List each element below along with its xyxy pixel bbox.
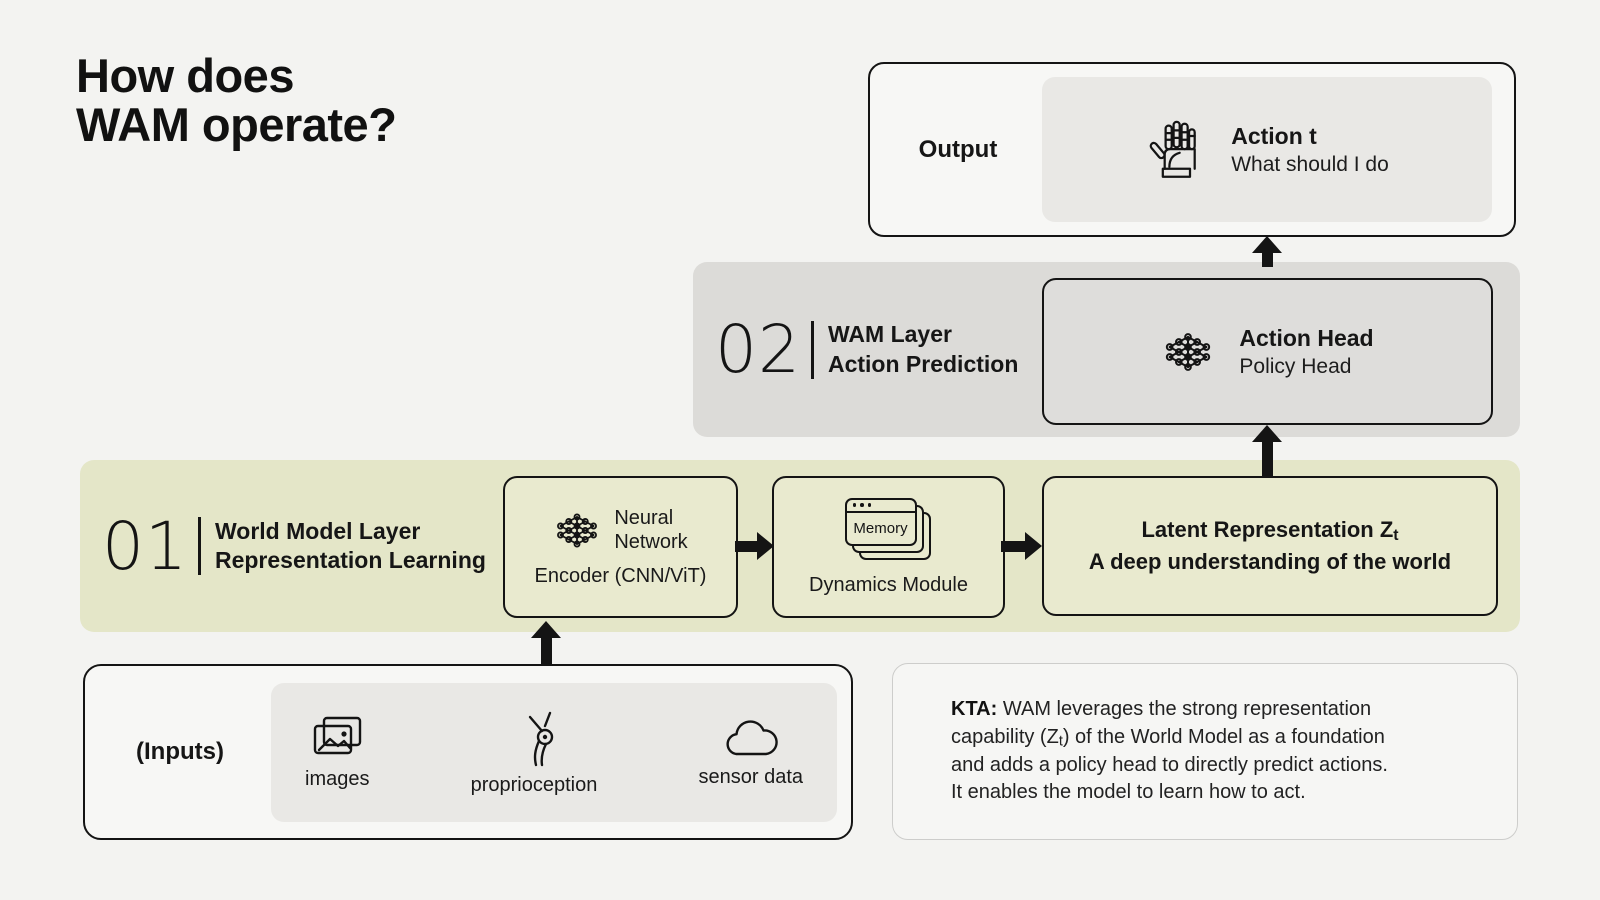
inputs-box: (Inputs) images <box>83 664 853 840</box>
kta-line2: capability (Zt) of the World Model as a … <box>951 725 1385 750</box>
encoder-caption: Encoder (CNN/ViT) <box>534 565 707 588</box>
output-box: Output Action t What should I do <box>868 62 1516 237</box>
input-item-proprioception: proprioception <box>470 709 598 797</box>
page-title-line2: WAM operate? <box>76 97 397 151</box>
kta-line1: KTA: WAM leverages the strong representa… <box>951 698 1372 721</box>
layer-02-label: 02 WAM Layer Action Prediction <box>715 262 1018 437</box>
kta-line3: and adds a policy head to directly predi… <box>951 753 1388 776</box>
input-item-sensor-data: sensor data <box>698 717 803 789</box>
arrow-up-to-output <box>1252 236 1282 267</box>
latent-subtitle: A deep understanding of the world <box>1088 549 1452 575</box>
dynamics-module-box: Memory Dynamics Module <box>772 476 1005 618</box>
proprioception-icon <box>509 709 559 767</box>
memory-window-titlebar <box>846 500 915 513</box>
output-card-title: Action t <box>1231 122 1317 149</box>
layer-02-band: 02 WAM Layer Action Prediction <box>693 262 1520 437</box>
page-title: How does WAM operate? <box>76 49 397 151</box>
memory-windows-icon: Memory <box>844 497 933 564</box>
input-item-label: sensor data <box>698 765 803 788</box>
arrow-up-to-action-head <box>1252 425 1282 477</box>
layer-02-divider <box>810 320 814 379</box>
memory-window-label: Memory <box>853 519 908 537</box>
neural-network-icon <box>1161 327 1215 377</box>
layer-01-divider <box>197 517 201 575</box>
action-head-subtitle: Policy Head <box>1239 354 1352 378</box>
encoder-icon-label-line1: Neural <box>614 506 674 529</box>
layer-01-name-line1: World Model Layer <box>214 517 421 544</box>
output-label: Output <box>918 135 998 163</box>
input-item-images: images <box>305 715 369 791</box>
dynamics-caption: Dynamics Module <box>809 573 968 596</box>
action-head-title: Action Head <box>1239 324 1374 351</box>
output-card: Action t What should I do <box>1042 77 1492 222</box>
inputs-panel: images proprioception senso <box>271 683 837 822</box>
layer-01-name-line2: Representation Learning <box>214 547 486 573</box>
encoder-box: Neural Network Encoder (CNN/ViT) <box>503 476 738 618</box>
action-head-box: Action Head Policy Head <box>1042 278 1493 425</box>
output-card-subtitle: What should I do <box>1231 152 1389 176</box>
layer-01-number: 01 <box>102 507 188 585</box>
latent-title-subscript: t <box>1393 526 1399 544</box>
robot-hand-icon <box>1145 120 1205 180</box>
input-item-label: proprioception <box>470 773 598 796</box>
images-icon <box>311 715 363 761</box>
encoder-icon-label-line2: Network <box>614 531 688 553</box>
latent-representation-box: Latent Representation Zt A deep understa… <box>1042 476 1498 616</box>
cloud-icon <box>722 717 780 759</box>
layer-02-name-line2: Action Prediction <box>827 350 1019 377</box>
layer-02-name-line1: WAM Layer <box>827 321 952 348</box>
layer-02-number: 02 <box>715 311 801 388</box>
layer-01-label: 01 World Model Layer Representation Lear… <box>102 460 486 632</box>
latent-title: Latent Representation Zt <box>1141 516 1399 544</box>
kta-note-box: KTA: WAM leverages the strong representa… <box>892 663 1518 840</box>
layer-01-band: 01 World Model Layer Representation Lear… <box>80 460 1520 632</box>
page-title-line1: How does <box>76 49 294 102</box>
arrow-inputs-to-encoder <box>531 621 561 666</box>
neural-network-icon <box>553 508 601 553</box>
kta-lead: KTA: <box>951 698 998 721</box>
inputs-label: (Inputs) <box>136 738 224 765</box>
arrow-dynamics-to-latent <box>1001 531 1042 561</box>
kta-line4: It enables the model to learn how to act… <box>951 781 1306 804</box>
input-item-label: images <box>305 767 370 790</box>
arrow-encoder-to-dynamics <box>735 531 774 561</box>
